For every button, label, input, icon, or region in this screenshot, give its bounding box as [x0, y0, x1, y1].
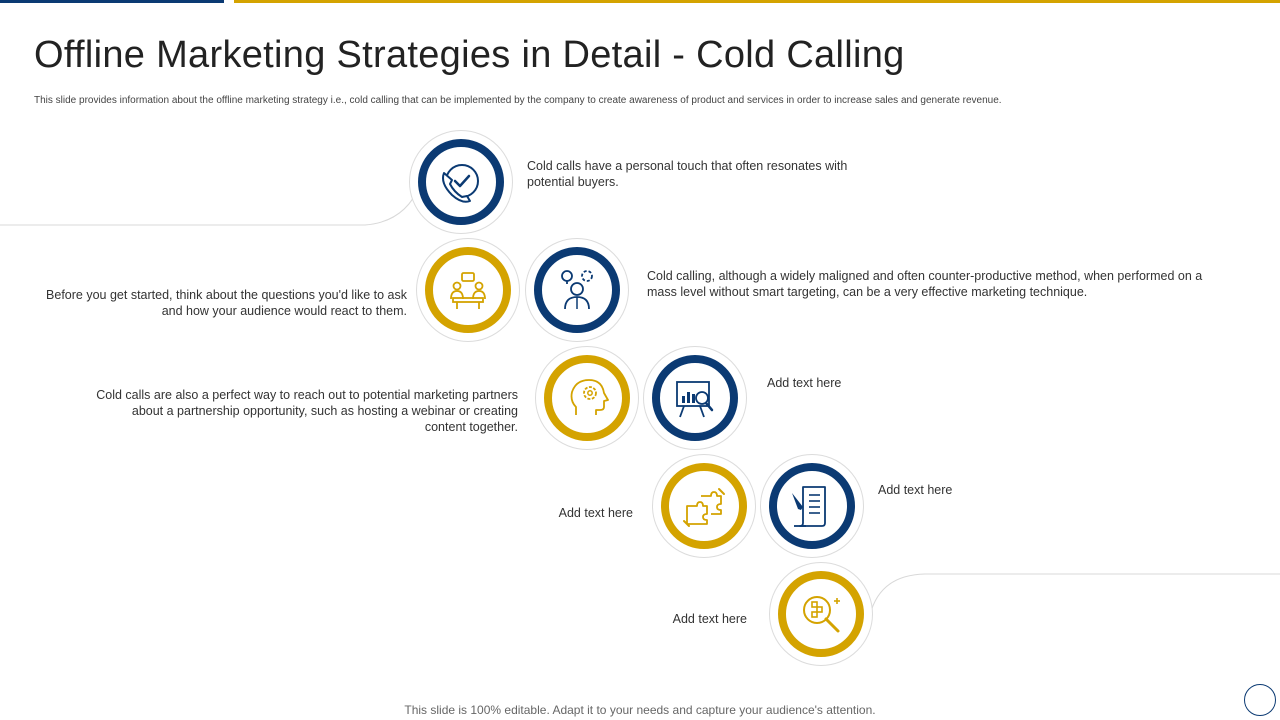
- page-title[interactable]: Offline Marketing Strategies in Detail -…: [34, 34, 905, 76]
- page-subtitle[interactable]: This slide provides information about th…: [34, 95, 1002, 106]
- badge-ring: [544, 355, 630, 441]
- phone-check-icon: [442, 164, 479, 203]
- checklist-icon: [792, 486, 826, 527]
- item-text-person-ideas[interactable]: Cold calling, although a widely maligned…: [647, 269, 1203, 299]
- item-text-presentation-analysis[interactable]: Add text here: [767, 376, 842, 390]
- item-text-meeting[interactable]: Before you get started, think about the …: [46, 288, 407, 318]
- corner-circle-decoration: [1244, 684, 1276, 716]
- badge-ring: [769, 463, 855, 549]
- top-accent-bar-gold: [234, 0, 1280, 3]
- item-text-puzzle-hands[interactable]: Add text here: [558, 506, 633, 520]
- badge-meeting: [416, 238, 520, 342]
- meeting-icon: [450, 272, 486, 309]
- badge-ring: [418, 139, 504, 225]
- badge-ring: [661, 463, 747, 549]
- item-text-checklist[interactable]: Add text here: [878, 483, 953, 497]
- badge-ring: [778, 571, 864, 657]
- item-text-phone-check[interactable]: Cold calls have a personal touch that of…: [527, 159, 848, 189]
- head-gear-icon: [570, 379, 609, 415]
- magnify-target-icon: [803, 596, 840, 633]
- badge-checklist: [760, 454, 864, 558]
- footer-note[interactable]: This slide is 100% editable. Adapt it to…: [404, 703, 876, 717]
- badge-phone-check: [409, 130, 513, 234]
- badge-ring: [534, 247, 620, 333]
- badge-person-ideas: [525, 238, 629, 342]
- badge-head-gear: [535, 346, 639, 450]
- badge-ring: [425, 247, 511, 333]
- badge-ring: [652, 355, 738, 441]
- person-ideas-icon: [561, 270, 593, 310]
- top-accent-bar-blue: [0, 0, 224, 3]
- badge-puzzle-hands: [652, 454, 756, 558]
- presentation-analysis-icon: [676, 381, 714, 418]
- puzzle-hands-icon: [683, 488, 725, 527]
- badge-magnify-target: [769, 562, 873, 666]
- badge-presentation-analysis: [643, 346, 747, 450]
- item-text-head-gear[interactable]: Cold calls are also a perfect way to rea…: [96, 388, 518, 434]
- item-text-magnify-target[interactable]: Add text here: [672, 612, 747, 626]
